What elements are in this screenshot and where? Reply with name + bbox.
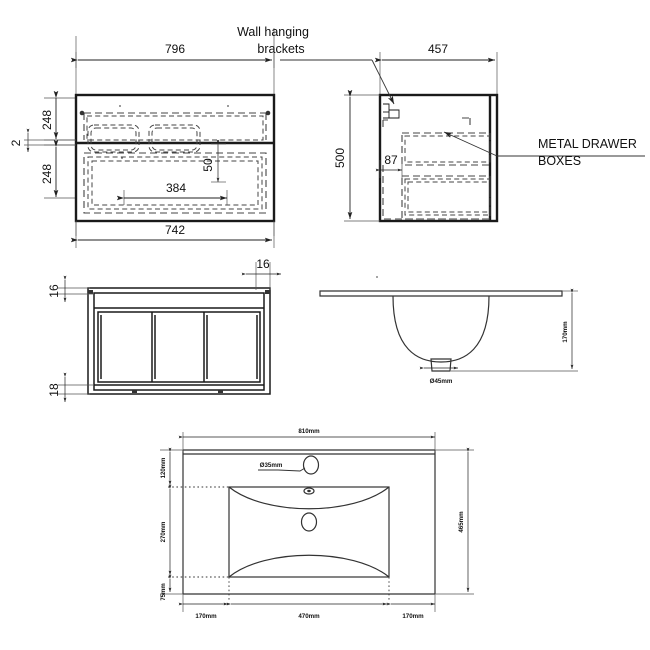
side-hidden-back-lower — [382, 165, 490, 220]
center-mark-lower — [121, 157, 123, 159]
dim-75-label: 75mm — [161, 583, 167, 600]
front-elevation-view: 796 248 2 248 384 — [9, 28, 276, 248]
dim-170-label: 170mm — [562, 321, 569, 343]
basin-bowl-curve-top — [228, 486, 390, 510]
dim-470-label: 470mm — [298, 613, 320, 620]
metal-drawer-label-line1: METAL DRAWER — [538, 137, 637, 151]
upper-drawer-hidden-sides — [83, 113, 267, 140]
side-hidden-corner-tr — [462, 117, 471, 128]
upper-drawer-box-right-outer — [148, 124, 201, 153]
wall-brackets-label-line2: brackets — [257, 42, 304, 56]
cabinet-side-outline — [378, 93, 499, 223]
dim-457-label: 457 — [428, 42, 448, 56]
side-upper-drawer-inner — [404, 135, 491, 163]
basin-bowl-profile — [392, 295, 490, 363]
side-upper-drawer — [401, 132, 491, 166]
cabinet-front-outline — [74, 93, 276, 223]
upper-drawer-box-right — [151, 127, 198, 151]
dim-500-label: 500 — [333, 148, 347, 168]
dim-742-label: 742 — [165, 223, 185, 237]
plan-inner — [93, 292, 265, 391]
lower-drawer-inner — [87, 156, 263, 210]
basin-overflow-center — [307, 489, 311, 493]
dim-270-label: 270mm — [161, 522, 167, 543]
dim-2-label: 2 — [9, 139, 23, 146]
lower-drawer-hidden — [83, 152, 267, 214]
wall-bracket-shape — [383, 103, 390, 119]
bracket-dot-right — [265, 110, 271, 116]
upper-drawer-box-left — [90, 127, 137, 151]
plan-drawer-area — [97, 311, 261, 383]
dim-170-left-label: 170mm — [195, 613, 217, 620]
plan-outer — [87, 287, 271, 395]
basin-plan-view: Ø35mm 810mm 465mm 120mm 270mm 75mm 170mm… — [160, 428, 474, 620]
basin-tap-hole — [302, 455, 320, 475]
side-lower-drawer — [401, 175, 491, 220]
plan-corner-block-l — [88, 290, 93, 294]
side-lower-drawer-inner2 — [407, 181, 491, 213]
plan-foot-l — [132, 390, 137, 393]
dim-16v-label: 16 — [47, 284, 61, 298]
dim-16h-label: 16 — [256, 257, 270, 271]
dim-170-right-label: 170mm — [402, 613, 424, 620]
basin-bowl-rect — [228, 486, 390, 578]
bracket-dot-left — [79, 110, 85, 116]
basin-waste-hole — [300, 512, 318, 532]
dim-87-label: 87 — [384, 153, 398, 167]
side-elevation-view: 457 500 87 — [280, 42, 645, 223]
dim-384-label: 384 — [166, 181, 186, 195]
dim-796-label: 796 — [165, 42, 185, 56]
dim-120-label: 120mm — [161, 458, 167, 479]
dim-18-label: 18 — [47, 383, 61, 397]
basin-top-slab — [319, 290, 563, 297]
dim-45-label: Ø45mm — [430, 378, 453, 385]
plan-corner-block-r — [265, 290, 270, 294]
center-mark-left — [119, 105, 121, 107]
side-hidden-corner-tl — [382, 119, 388, 128]
dim-248-lower-label: 248 — [40, 164, 54, 184]
center-mark-right — [227, 105, 229, 107]
side-lower-drawer-inner — [404, 178, 491, 216]
cabinet-plan-view: 16 16 18 — [47, 257, 282, 403]
wall-brackets-leader-d — [371, 59, 395, 105]
metal-drawer-label-line2: BOXES — [538, 154, 581, 168]
metal-drawer-leader-d — [443, 131, 498, 157]
wall-bracket-arm — [389, 109, 400, 119]
lower-drawer-inner2 — [91, 160, 259, 206]
dim-810-label: 810mm — [298, 428, 320, 435]
basin-overflow — [303, 487, 315, 495]
tap-hole-leader — [277, 467, 306, 472]
section-mark — [376, 276, 378, 278]
basin-bowl-curve-bottom — [228, 554, 390, 578]
basin-waste-outlet — [430, 358, 452, 372]
upper-drawer-inner — [86, 115, 264, 141]
wall-brackets-label-line1: Wall hanging — [237, 25, 309, 39]
dim-248-upper-label: 248 — [40, 110, 54, 130]
dim-50-label: 50 — [201, 158, 215, 172]
upper-drawer-box-left-outer — [87, 124, 140, 153]
plan-foot-r — [218, 390, 223, 393]
dim-35-label: Ø35mm — [260, 462, 283, 469]
dim-465-label: 465mm — [458, 511, 465, 533]
basin-section-view: 170mm Ø45mm — [319, 276, 578, 385]
